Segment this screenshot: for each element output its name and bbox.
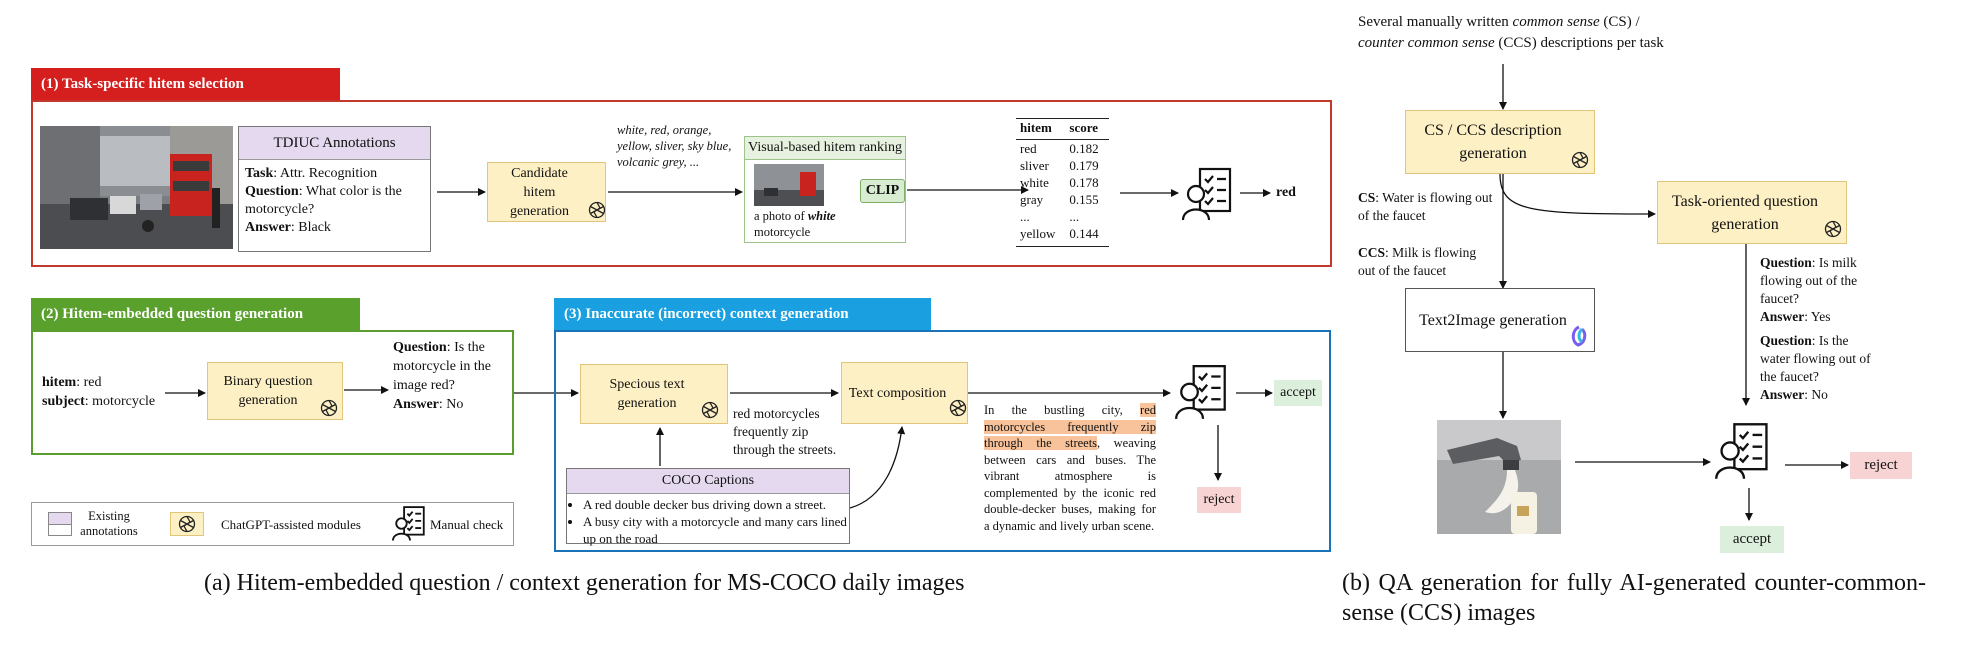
manual-check-icon bbox=[1181, 167, 1232, 221]
chatgpt-icon bbox=[949, 399, 967, 417]
chatgpt-icon bbox=[1824, 220, 1842, 238]
text2image-generation-box: Text2Image generation bbox=[1405, 288, 1595, 352]
street-photo bbox=[40, 126, 233, 249]
panel-context-generation bbox=[554, 330, 1331, 552]
chatgpt-icon bbox=[701, 401, 719, 419]
panel-2-header: (2) Hitem-embedded question generation bbox=[31, 298, 360, 330]
panel-1-header: (1) Task-specific hitem selection bbox=[31, 68, 340, 100]
chatgpt-icon bbox=[320, 399, 338, 417]
table-header-hitem: hitem bbox=[1016, 118, 1066, 140]
clip-box: CLIP bbox=[860, 179, 905, 203]
reject-badge: reject bbox=[1850, 452, 1912, 479]
coco-caption-item: A busy city with a motorcycle and many c… bbox=[583, 513, 849, 547]
photo-caption: a photo of white motorcycle bbox=[754, 209, 836, 239]
caption-b: (b) QA generation for fully AI-generated… bbox=[1342, 570, 1926, 626]
panel-question-generation bbox=[31, 330, 514, 455]
tdiuc-title: TDIUC Annotations bbox=[239, 127, 430, 160]
caption-a: (a) Hitem-embedded question / context ge… bbox=[204, 570, 965, 596]
legend-existing-swatch bbox=[48, 512, 72, 536]
binary-question-output: Question: Is the motorcycle in the image… bbox=[393, 340, 491, 412]
manual-check-icon bbox=[392, 506, 425, 541]
reject-badge: reject bbox=[1197, 487, 1241, 513]
legend-existing-label: Existing annotations bbox=[80, 509, 138, 538]
binary-question-generation-box: Binary question generation bbox=[207, 362, 343, 420]
candidate-words: white, red, orange, yellow, sliver, sky … bbox=[617, 123, 732, 169]
chatgpt-icon bbox=[588, 201, 606, 219]
cs-ccs-intro: Several manually written common sense (C… bbox=[1358, 14, 1664, 51]
composed-context-text: In the bustling city, red motorcycles fr… bbox=[984, 403, 1156, 533]
tdiuc-annotations-box: TDIUC Annotations Task: Attr. Recognitio… bbox=[238, 126, 431, 252]
cs-ccs-description-generation-box: CS / CCS description generation bbox=[1405, 110, 1595, 174]
table-row: ...... bbox=[1020, 209, 1080, 224]
accept-badge: accept bbox=[1720, 526, 1784, 553]
table-header-score: score bbox=[1065, 118, 1109, 140]
legend-chatgpt-label: ChatGPT-assisted modules bbox=[221, 517, 361, 532]
question-line: Question: What color is the motorcycle? bbox=[245, 184, 402, 217]
text2image-model-icon bbox=[1570, 325, 1588, 347]
ccs-example: CCS: Milk is flowing out of the faucet bbox=[1358, 245, 1477, 278]
accept-badge: accept bbox=[1274, 380, 1322, 406]
text-composition-box: Text composition bbox=[841, 362, 968, 424]
coco-caption-item: A red double decker bus driving down a s… bbox=[583, 496, 849, 513]
generated-ccs-image bbox=[1437, 420, 1561, 534]
specious-text-output: red motorcycles frequently zip through t… bbox=[733, 406, 837, 457]
visual-ranking-title: Visual-based hitem ranking bbox=[745, 137, 905, 160]
cs-example: CS: Water is flowing out of the faucet bbox=[1358, 190, 1493, 223]
candidate-hitem-generation-box: Candidate hitem generation bbox=[487, 162, 606, 222]
chatgpt-icon bbox=[1571, 151, 1589, 169]
answer-line: Answer: Black bbox=[245, 220, 331, 235]
hitem-subject-text: hitem: red subject: motorcycle bbox=[42, 375, 156, 409]
task-oriented-question-generation-box: Task-oriented question generation bbox=[1657, 181, 1847, 244]
qa-example-2: Question: Is the water flowing out of th… bbox=[1760, 333, 1871, 402]
output-red: red bbox=[1276, 185, 1296, 200]
panel-hitem-selection bbox=[31, 100, 1332, 267]
task-line: Task: Attr. Recognition bbox=[245, 166, 378, 181]
coco-captions-title: COCO Captions bbox=[567, 469, 849, 494]
chatgpt-icon bbox=[178, 515, 196, 533]
panel-3-header: (3) Inaccurate (incorrect) context gener… bbox=[554, 298, 931, 330]
small-street-photo bbox=[754, 164, 824, 206]
legend-manual-label: Manual check bbox=[430, 517, 504, 532]
manual-check-icon bbox=[1715, 423, 1768, 480]
coco-captions-box: COCO Captions A red double decker bus dr… bbox=[566, 468, 850, 547]
legend bbox=[31, 502, 514, 546]
qa-example-1: Question: Is milk flowing out of the fau… bbox=[1760, 255, 1858, 324]
manual-check-icon bbox=[1174, 365, 1226, 420]
